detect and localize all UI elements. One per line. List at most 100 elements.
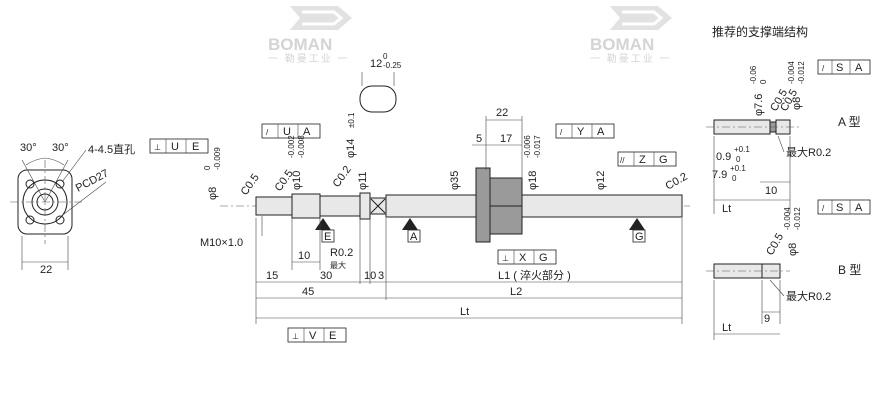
thread-section: [255, 196, 293, 216]
dia-11-label: φ11: [357, 171, 369, 190]
angle-right-label: 30°: [52, 142, 69, 154]
svg-text:/: /: [822, 204, 825, 213]
thread-label: M10×1.0: [200, 237, 243, 249]
radius-note: 最大: [330, 260, 346, 270]
watermark-right: BOMAN 一 勒曼工业 一: [590, 6, 672, 65]
svg-text:X: X: [519, 252, 527, 264]
svg-text:0: 0: [736, 155, 741, 164]
svg-text:Z: Z: [639, 154, 646, 166]
svg-text:+0.1: +0.1: [730, 164, 746, 173]
screw-shaft: [385, 194, 683, 218]
svg-text:-0.004: -0.004: [783, 207, 792, 230]
nut-step-label: 17: [500, 133, 512, 145]
type-a-10: 10: [765, 185, 777, 197]
svg-text:E: E: [192, 141, 199, 153]
svg-text:-0.009: -0.009: [213, 147, 222, 170]
svg-text:/: /: [822, 64, 825, 73]
type-a-lt: Lt: [722, 203, 731, 215]
bearing-journal-11: [319, 195, 361, 217]
svg-text:A: A: [855, 202, 863, 214]
type-a-radius: 最大R0.2: [786, 145, 831, 159]
svg-text:U: U: [171, 141, 179, 153]
svg-text:0: 0: [383, 52, 388, 61]
svg-text:-0.25: -0.25: [383, 61, 402, 70]
watermark-brand: BOMAN: [268, 35, 332, 54]
tolerance-frame-ya: / Y A: [555, 123, 615, 139]
tolerance-frame-sa-b: / S A: [817, 199, 871, 215]
type-b-dia-8: φ8: [787, 243, 799, 256]
bearing-journal-10: [291, 193, 321, 219]
datum-e-label: E: [324, 231, 331, 243]
svg-text:A: A: [855, 62, 863, 74]
svg-text:-0.012: -0.012: [797, 61, 806, 84]
angle-left-label: 30°: [20, 142, 37, 154]
svg-text:A: A: [597, 126, 605, 138]
svg-text:Y: Y: [577, 126, 585, 138]
keyway-width-label: 12: [370, 58, 382, 70]
dim-10-label: 10: [298, 250, 310, 262]
datum-e-triangle: [315, 218, 331, 230]
watermark-subtitle: 一 勒曼工业 一: [268, 52, 350, 65]
type-b-9: 9: [764, 313, 770, 325]
svg-text:⊥: ⊥: [502, 254, 509, 263]
width-09: 0.9: [716, 151, 731, 163]
svg-text:S: S: [836, 202, 843, 214]
svg-text://: //: [620, 156, 625, 165]
dia-14-label: φ14: [345, 139, 357, 158]
svg-text:/: /: [560, 128, 563, 137]
svg-text:-0.06: -0.06: [749, 65, 758, 84]
support-end-panel: 推荐的支撑端结构 A 型 / S A φ7.6 -0.06 0 C0.5 C0.…: [706, 24, 871, 340]
flange-thickness-label: 5: [476, 133, 482, 145]
svg-text:-0.004: -0.004: [787, 61, 796, 84]
svg-text:0: 0: [759, 79, 768, 84]
dim-10b-label: 10: [364, 270, 376, 282]
mounting-hole: [25, 215, 35, 225]
watermark-left: BOMAN 一 勒曼工业 一: [268, 6, 352, 65]
watermark-subtitle: 一 勒曼工业 一: [590, 52, 672, 65]
chamfer-label: C0.2: [331, 164, 354, 190]
svg-text:S: S: [836, 62, 843, 74]
support-end-title: 推荐的支撑端结构: [712, 24, 808, 39]
l1-label: L1 ( 淬火部分 ): [498, 268, 571, 282]
radius-label: R0.2: [330, 247, 353, 259]
datum-a-triangle: [402, 218, 418, 230]
chamfer-label: C0.5: [239, 172, 262, 198]
flange-end-view: 30° 30° 4-4.5直孔 PCD27 22 ⊥ U E: [10, 138, 209, 276]
type-b-label: B 型: [838, 263, 861, 277]
flange-width-label: 22: [40, 264, 52, 276]
nut-flange: [475, 167, 491, 243]
svg-text:±0.1: ±0.1: [347, 112, 356, 128]
svg-text:⊥: ⊥: [154, 143, 161, 152]
mounting-hole: [25, 179, 35, 189]
dia-10-label: φ10: [291, 171, 303, 190]
dim-15-label: 15: [266, 270, 278, 282]
type-b-lt: Lt: [722, 322, 731, 334]
collar-14: [359, 192, 371, 220]
datum-g-triangle: [629, 218, 645, 230]
watermark-brand: BOMAN: [590, 35, 654, 54]
holes-label: 4-4.5直孔: [88, 142, 135, 156]
dia-18-label: φ18: [527, 171, 539, 190]
l2-label: L2: [510, 286, 522, 298]
svg-text:V: V: [309, 330, 317, 342]
chamfer-label: C0.2: [664, 171, 690, 193]
type-a-dia-76: φ7.6: [753, 94, 765, 116]
dia-12-label: φ12: [595, 171, 607, 190]
keyway-section: [359, 85, 397, 113]
dim-30-label: 30: [320, 270, 332, 282]
svg-text:-0.012: -0.012: [793, 207, 802, 230]
svg-text:G: G: [539, 252, 548, 264]
svg-text:-0.017: -0.017: [533, 135, 542, 158]
svg-text:G: G: [659, 154, 668, 166]
svg-text:A: A: [303, 126, 311, 138]
tolerance-frame-ua: / U A: [261, 123, 321, 139]
svg-text:/: /: [266, 128, 269, 137]
pcd-label: PCD27: [74, 167, 111, 194]
ball-screw-main-view: E A G 12 0 -0.25 / U A / Y A: [200, 52, 690, 343]
svg-text:⊥: ⊥: [292, 332, 299, 341]
dim-3-label: 3: [378, 270, 384, 282]
svg-text:U: U: [283, 126, 291, 138]
mounting-hole: [55, 179, 65, 189]
